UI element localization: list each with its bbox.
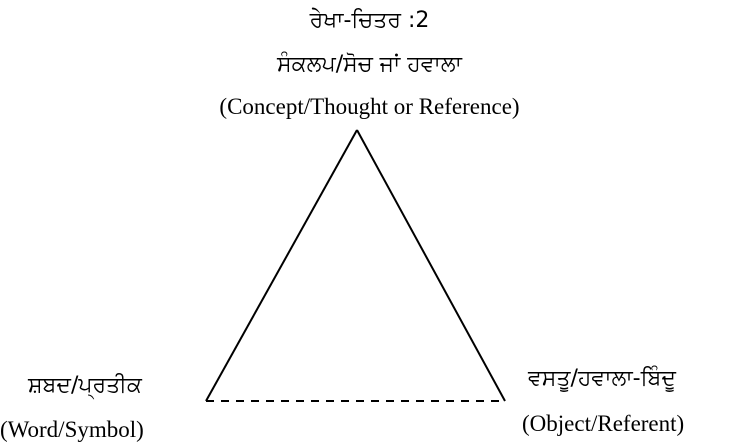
edge-concept-word: [205, 129, 358, 402]
apex-label-punjabi: ਸੰਕਲਪ/ਸੋਚ ਜਾਂ ਹਵਾਲਾ: [277, 52, 462, 77]
word-label-punjabi: ਸ਼ਬਦ/ਪ੍ਰਤੀਕ: [28, 373, 142, 398]
figure-label: ਰੇਖਾ-ਚਿਤਰ :2: [309, 8, 430, 33]
apex-label-english: (Concept/Thought or Reference): [219, 94, 520, 119]
object-label-punjabi: ਵਸਤੂ/ਹਵਾਲਾ-ਬਿੰਦੂ: [528, 366, 676, 391]
edge-concept-object: [356, 129, 506, 402]
object-label-english: (Object/Referent): [522, 411, 685, 436]
word-label-english: (Word/Symbol): [0, 417, 144, 442]
